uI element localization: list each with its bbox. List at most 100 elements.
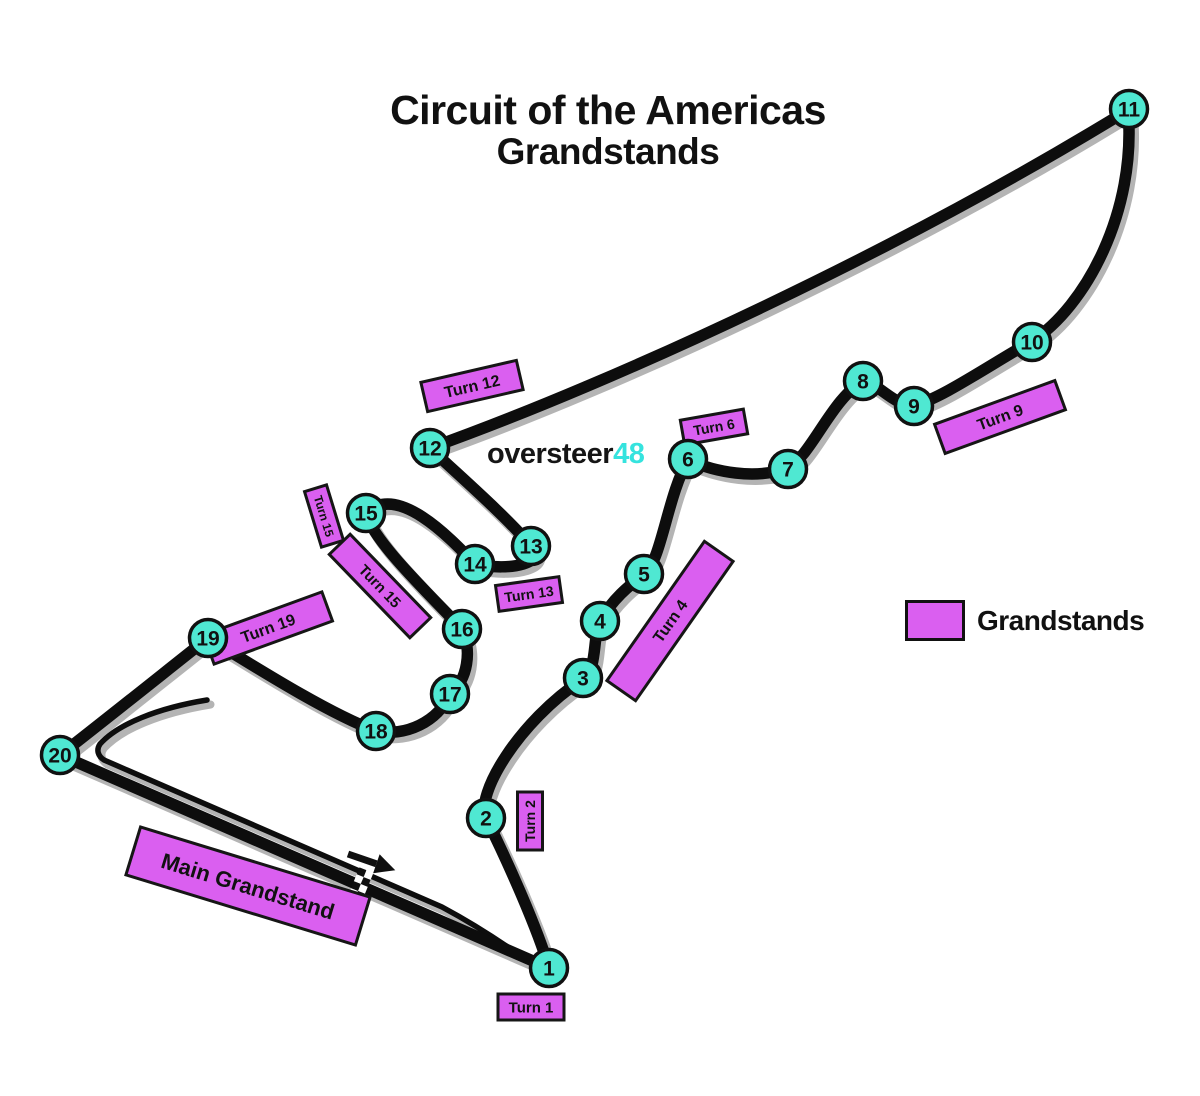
turn-marker-number: 6 <box>682 449 694 472</box>
grandstand-label-turn-1: Turn 1 <box>496 992 566 1022</box>
checker-cell <box>358 884 368 894</box>
grandstand-text: Turn 2 <box>522 800 538 842</box>
track-outline-shadow <box>57 108 1139 979</box>
grandstand-text: Turn 13 <box>503 583 554 606</box>
checker-cell <box>363 870 374 880</box>
title-line-2: Grandstands <box>496 131 720 173</box>
turn-marker-4: 4 <box>579 600 621 642</box>
direction-arrow-head <box>373 854 396 874</box>
turn-marker-circle <box>842 360 884 402</box>
checker-cell <box>353 874 364 885</box>
turn-marker-circle <box>355 710 397 752</box>
turn-marker-circle <box>893 385 935 427</box>
grandstand-box <box>932 378 1068 456</box>
grandstand-box <box>604 539 736 703</box>
grandstand-text: Turn 1 <box>509 999 554 1016</box>
grandstand-label-turn-6: Turn 6 <box>678 407 750 447</box>
turn-marker-circle <box>579 600 621 642</box>
turn-marker-circle <box>465 797 507 839</box>
turn-marker-circle <box>187 617 229 659</box>
page-title: Circuit of the Americas Grandstands <box>0 88 1200 172</box>
logo-wordmark: oversteer <box>487 438 614 470</box>
title-line-1: Circuit of the Americas <box>390 87 826 133</box>
turn-marker-circle <box>429 673 471 715</box>
turn-marker-number: 15 <box>354 503 378 526</box>
grandstand-label-turn-12: Turn 12 <box>419 358 525 414</box>
turn-marker-circle <box>1011 321 1053 363</box>
turn-marker-3: 3 <box>562 657 604 699</box>
turn-marker-number: 4 <box>594 611 606 634</box>
turn-marker-number: 5 <box>638 564 650 587</box>
turn-marker-9: 9 <box>893 385 935 427</box>
turn-marker-circle <box>528 947 570 989</box>
grandstand-label-turn-15-upper: Turn 15 <box>302 483 346 549</box>
turn-marker-16: 16 <box>441 608 483 650</box>
turn-marker-5: 5 <box>623 553 665 595</box>
turn-marker-14: 14 <box>454 543 496 585</box>
legend: Grandstands <box>905 600 1145 641</box>
turn-marker-circle <box>39 734 81 776</box>
turn-marker-1: 1 <box>528 947 570 989</box>
turn-marker-number: 1 <box>543 958 555 981</box>
checker-cell <box>360 877 371 887</box>
grandstand-text: Turn 6 <box>692 416 736 439</box>
direction-arrow-shaft <box>346 850 378 868</box>
grandstand-box <box>678 407 750 447</box>
turn-marker-18: 18 <box>355 710 397 752</box>
grandstand-label-turn-2: Turn 2 <box>516 790 544 852</box>
turn-marker-6: 6 <box>667 438 709 480</box>
grandstand-box <box>419 358 525 414</box>
direction-arrow <box>346 850 396 874</box>
turn-marker-circle <box>409 427 451 469</box>
checker-cell <box>351 881 361 891</box>
grandstand-box <box>516 790 544 852</box>
turn-marker-number: 20 <box>48 745 71 768</box>
turn-marker-circle <box>441 608 483 650</box>
grandstand-label-turn-13: Turn 13 <box>493 574 565 614</box>
checker-cell <box>356 867 367 878</box>
grandstand-box <box>493 574 565 614</box>
turn-marker-17: 17 <box>429 673 471 715</box>
turn-marker-number: 2 <box>480 808 492 831</box>
logo-number: 48 <box>613 438 645 470</box>
turn-marker-circle <box>454 543 496 585</box>
turn-marker-number: 14 <box>463 554 487 577</box>
turn-marker-number: 8 <box>857 371 869 394</box>
turn-marker-15: 15 <box>345 492 387 534</box>
grandstand-box <box>302 483 346 549</box>
turn-marker-10: 10 <box>1011 321 1053 363</box>
legend-grandstand-swatch <box>905 600 965 641</box>
turn-marker-circle <box>510 525 552 567</box>
turn-marker-number: 9 <box>908 396 920 419</box>
turn-marker-19: 19 <box>187 617 229 659</box>
track-outline <box>54 104 1135 974</box>
grandstand-box <box>327 532 433 640</box>
turn-marker-number: 18 <box>364 721 388 744</box>
turn-marker-13: 13 <box>510 525 552 567</box>
grandstand-box <box>496 992 566 1022</box>
turn-marker-20: 20 <box>39 734 81 776</box>
turn-marker-11: 11 <box>1108 88 1150 130</box>
grandstand-box <box>124 825 372 947</box>
turn-marker-circle <box>767 448 809 490</box>
turn-marker-number: 7 <box>782 459 794 482</box>
turn-marker-2: 2 <box>465 797 507 839</box>
turn-marker-number: 13 <box>519 536 542 559</box>
turn-marker-number: 3 <box>577 668 589 691</box>
legend-grandstand-label: Grandstands <box>977 604 1145 636</box>
turn-marker-number: 12 <box>418 438 441 461</box>
turn-marker-circle <box>562 657 604 699</box>
turn-marker-12: 12 <box>409 427 451 469</box>
oversteer48-logo: oversteer48 <box>487 438 645 471</box>
turn-marker-number: 11 <box>1118 99 1141 122</box>
turn-marker-8: 8 <box>842 360 884 402</box>
turn-marker-number: 16 <box>450 619 473 642</box>
turn-marker-circle <box>623 553 665 595</box>
turn-marker-circle <box>667 438 709 480</box>
turn-marker-number: 19 <box>196 628 219 651</box>
pit-lane <box>95 697 518 955</box>
track-shadow-layer <box>57 108 1139 979</box>
turn-marker-circle <box>1108 88 1150 130</box>
